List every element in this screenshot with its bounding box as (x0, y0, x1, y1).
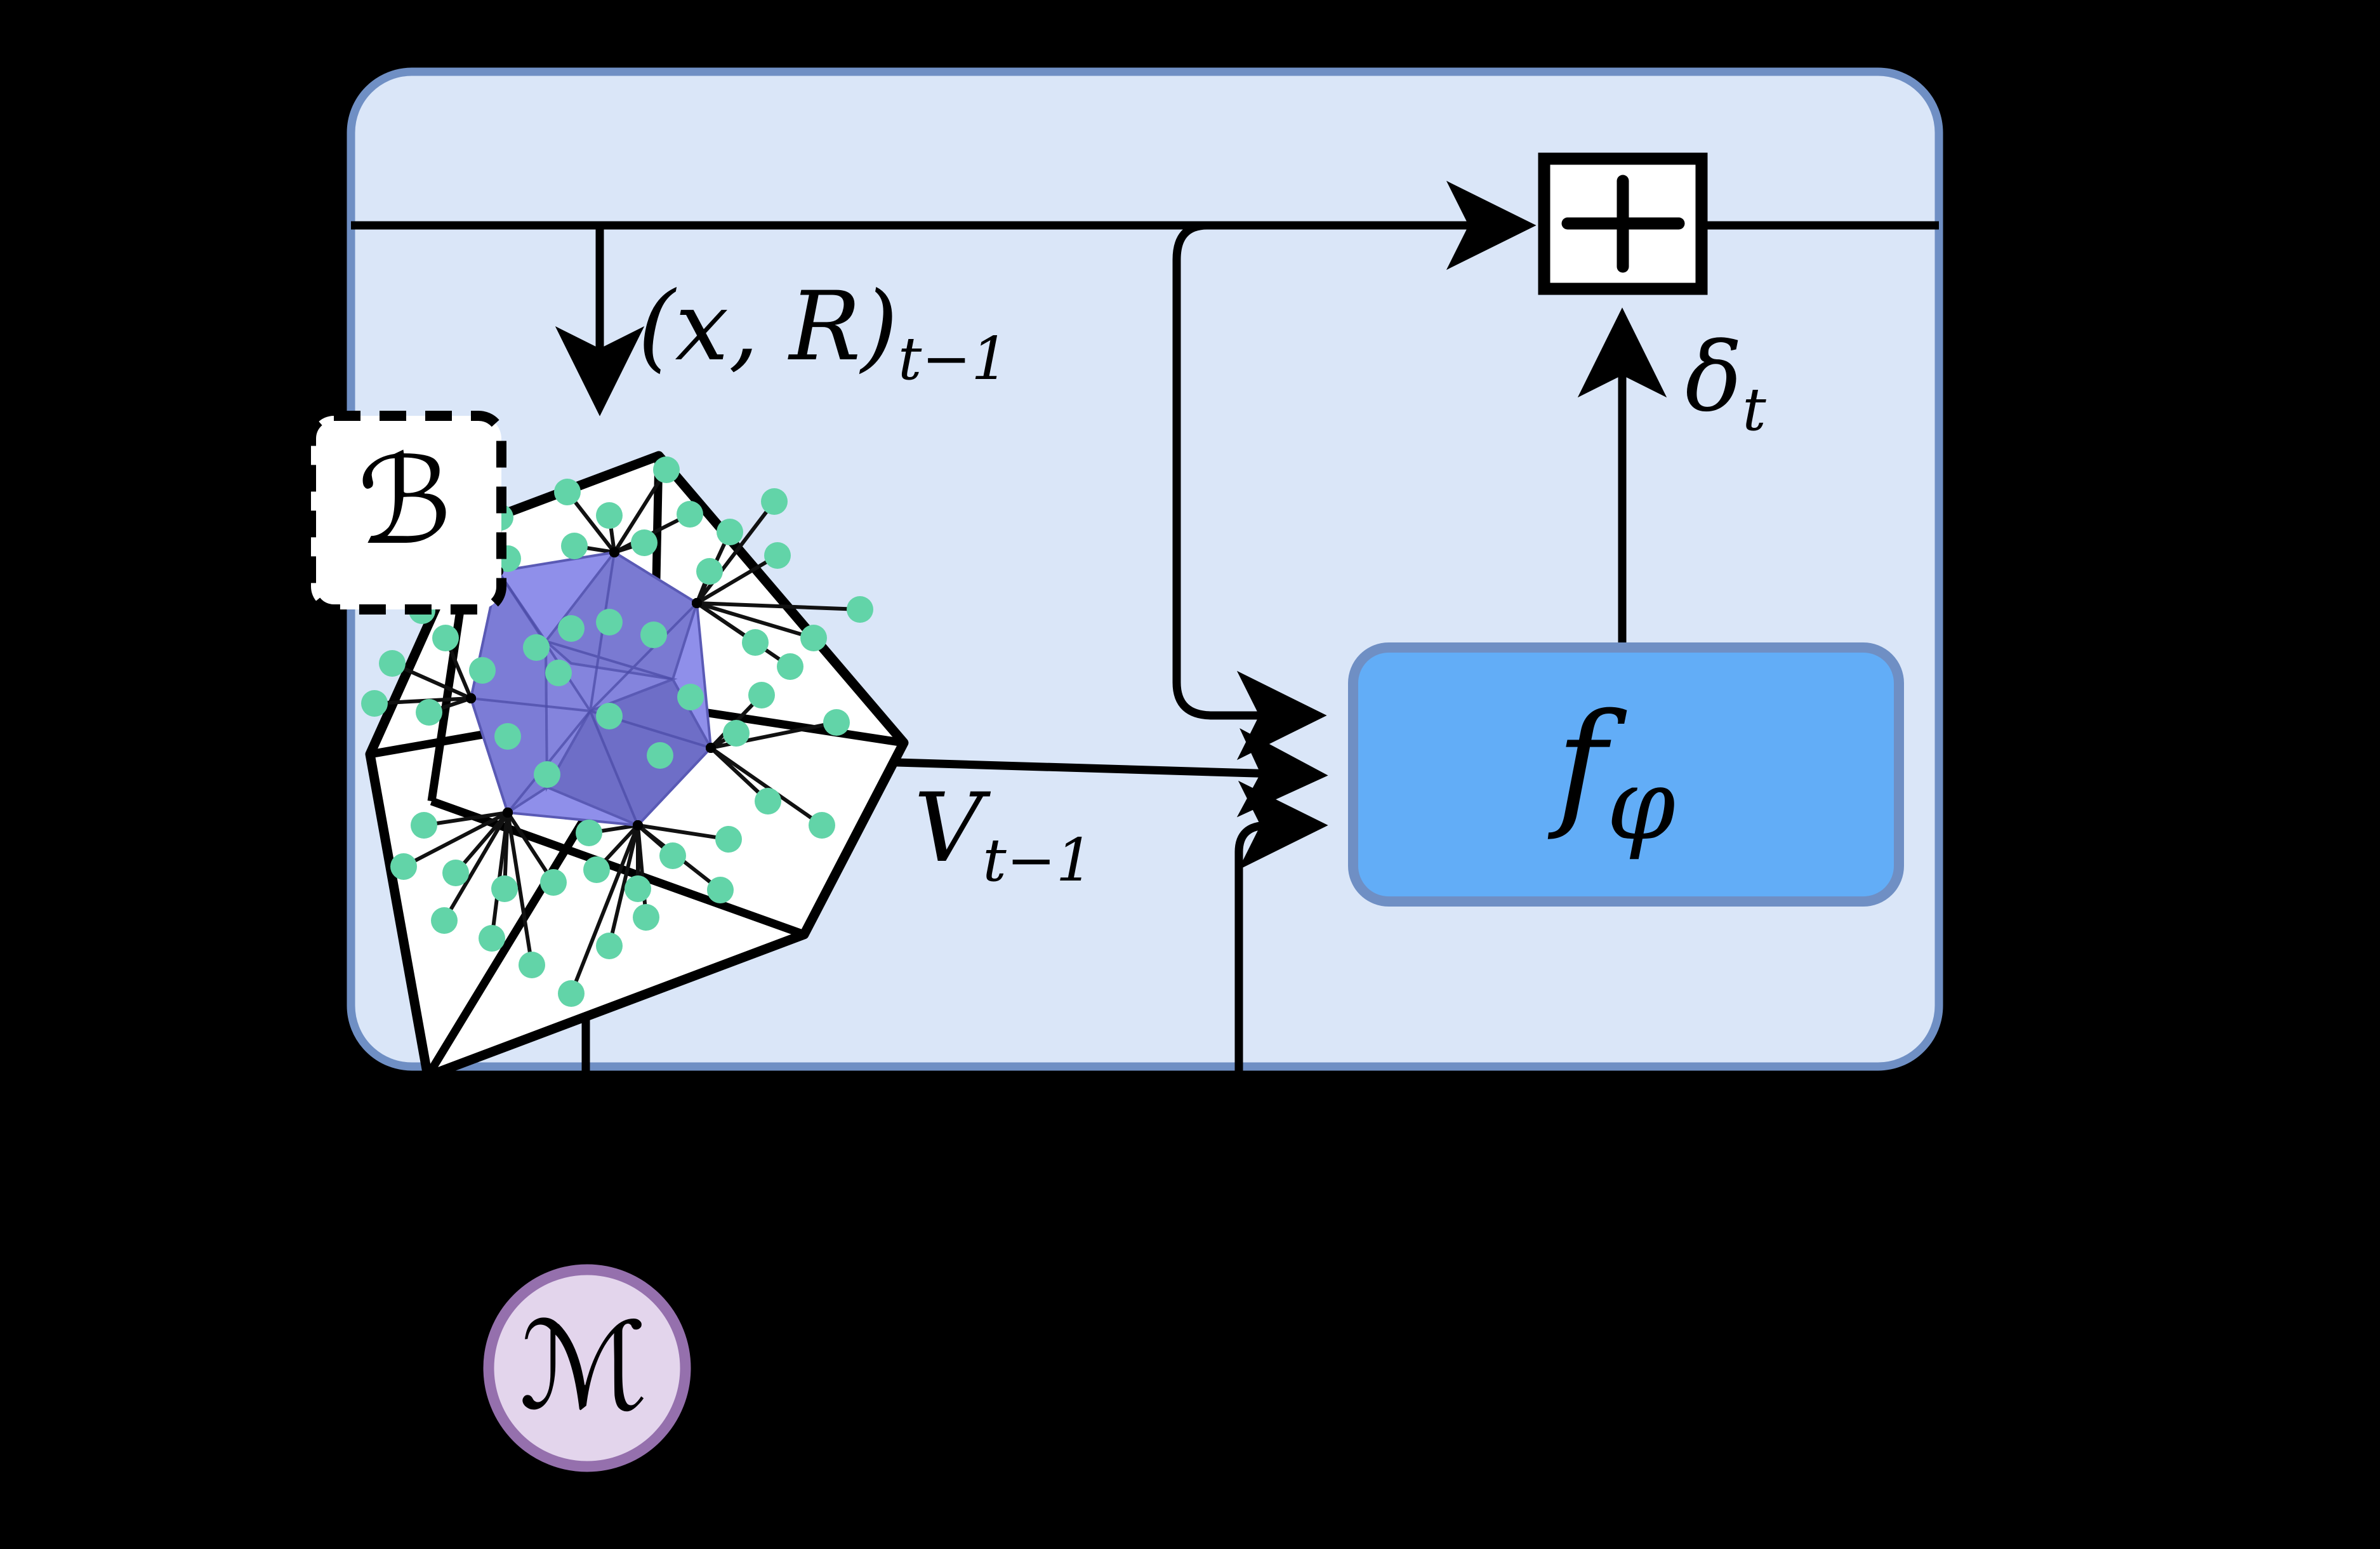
sample-point (416, 699, 442, 726)
hull-vertex-dot (633, 820, 643, 830)
hull-vertex-dot (692, 598, 702, 608)
sample-point (707, 877, 734, 903)
sample-point (491, 875, 518, 902)
sample-point (558, 980, 585, 1007)
sample-ray (506, 812, 534, 966)
sample-point (596, 703, 623, 729)
sample-point (761, 488, 788, 515)
sample-point (764, 542, 791, 569)
sample-ray (612, 469, 668, 554)
sample-point (554, 479, 581, 505)
sample-ray (636, 825, 648, 918)
set-badge-label: ℬ (357, 431, 453, 571)
sample-ray (696, 601, 861, 611)
sample-ray (402, 811, 509, 868)
sample-point (540, 869, 567, 896)
sample-point (717, 519, 743, 545)
sample-point (390, 853, 417, 880)
sample-point (596, 609, 623, 635)
sample-point (479, 925, 505, 952)
hull-vertex-dot (503, 808, 513, 818)
sample-ray (696, 601, 791, 668)
wire-measurement-to-network (1234, 780, 1328, 1143)
sample-ray (506, 811, 555, 884)
sample-ray (423, 811, 508, 827)
sample-ray (607, 825, 640, 947)
manifold-badge (483, 1264, 691, 1472)
sample-point (696, 558, 723, 585)
sample-point (800, 625, 827, 651)
sample-point (847, 596, 873, 623)
sample-point (715, 826, 742, 853)
sample-point (647, 742, 673, 769)
sample-point (748, 682, 775, 708)
sample-point (519, 952, 545, 978)
plus-icon (1561, 175, 1685, 273)
sample-point (431, 907, 458, 934)
network-block-label: fφ (1556, 684, 1676, 862)
sample-point (777, 653, 803, 680)
sample-point (411, 812, 437, 839)
sample-point (576, 820, 602, 846)
sample-point (677, 684, 704, 710)
sample-point (823, 709, 850, 736)
sample-ray (696, 554, 779, 605)
sample-point (534, 761, 560, 788)
sample-ray (695, 500, 776, 604)
inner-polytope (469, 550, 713, 827)
sample-point (625, 875, 651, 902)
sample-ray (637, 823, 729, 841)
sample-point (742, 629, 769, 656)
sample-point (596, 933, 623, 959)
label-pose: (x, R)t−1 (638, 272, 1009, 393)
manifold-badge-label: ℳ (519, 1296, 649, 1437)
sample-ray (391, 661, 472, 700)
sample-point (523, 634, 550, 661)
sample-point (596, 502, 623, 529)
sum-block[interactable] (1538, 152, 1708, 295)
sample-ray (490, 812, 510, 939)
sample-point (469, 657, 496, 684)
sample-point (640, 622, 667, 648)
hull-vertex-dot (609, 547, 619, 557)
label-volume: Vt−1 (914, 773, 1094, 894)
sample-point (723, 720, 750, 747)
wire-group (351, 180, 1939, 1162)
sample-point (659, 842, 686, 869)
sample-point (442, 860, 469, 886)
set-badge (306, 411, 506, 615)
sample-ray (569, 824, 640, 995)
sample-point (653, 456, 680, 483)
sample-point (631, 529, 658, 556)
sample-ray (696, 601, 814, 640)
sample-point (432, 625, 459, 651)
sample-point (558, 615, 585, 642)
sample-point (583, 856, 610, 883)
sample-ray (442, 811, 510, 922)
sample-point (561, 533, 588, 559)
sample-point (677, 501, 703, 528)
network-block[interactable] (1348, 642, 1904, 907)
sample-point (361, 690, 388, 717)
sample-ray (710, 746, 823, 827)
label-delta: δt (1685, 322, 1766, 444)
sample-point (755, 788, 781, 814)
sample-point (379, 650, 406, 677)
sample-point (545, 660, 572, 686)
hull-vertex-dot (706, 743, 716, 753)
sample-point (633, 904, 659, 931)
sample-point (494, 723, 521, 750)
wire-pose-to-network (1172, 221, 1327, 761)
hull-vertex-dot (466, 693, 476, 703)
sample-point (809, 812, 835, 839)
wire-volume-to-network (875, 728, 1328, 818)
